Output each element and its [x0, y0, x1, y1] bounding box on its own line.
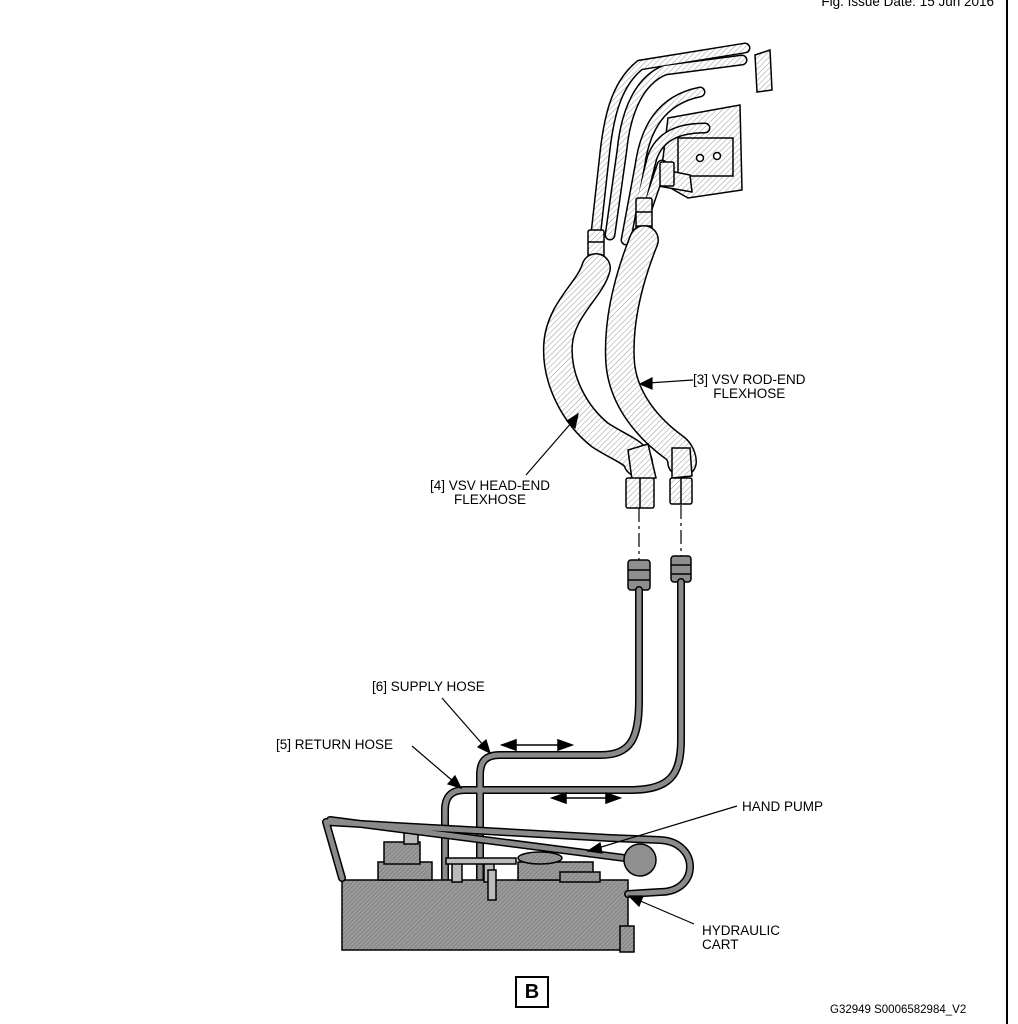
- label-line: HYDRAULIC: [702, 923, 781, 938]
- figure-id: G32949 S0006582984_V2: [830, 1004, 967, 1016]
- alignment-lines: [638, 505, 682, 560]
- leader-lines: [411, 377, 738, 925]
- vsv-head-end-flexhose: [542, 253, 653, 477]
- label-hand-pump: HAND PUMP: [742, 799, 824, 814]
- label-return-hose: [5] RETURN HOSE: [276, 737, 394, 752]
- label-line: FLEXHOSE: [454, 492, 527, 507]
- label-vsv-head-end-flexhose: [4] VSV HEAD-END FLEXHOSE: [430, 479, 550, 507]
- label-line: [4] VSV HEAD-END: [430, 478, 551, 493]
- flexhose-bottom-fittings: [625, 443, 693, 509]
- label-supply-hose: [6] SUPPLY HOSE: [372, 679, 485, 694]
- label-line: CART: [702, 937, 739, 952]
- view-letter-box: B: [515, 976, 549, 1008]
- hand-pump: [322, 816, 694, 898]
- supply-and-return-hoses: [441, 578, 685, 884]
- hydraulic-cart: [341, 827, 635, 953]
- figure-issue-date: Fig. Issue Date: 15 Jun 2016: [821, 0, 994, 9]
- motion-arrows: [499, 738, 623, 805]
- page-border: [1006, 0, 1008, 1024]
- label-line: [3] VSV ROD-END: [693, 372, 806, 387]
- label-hydraulic-cart: HYDRAULIC CART: [702, 924, 780, 952]
- vsv-rod-end-flexhose: [604, 225, 697, 477]
- label-line: FLEXHOSE: [713, 386, 786, 401]
- label-vsv-rod-end-flexhose: [3] VSV ROD-END FLEXHOSE: [693, 373, 806, 401]
